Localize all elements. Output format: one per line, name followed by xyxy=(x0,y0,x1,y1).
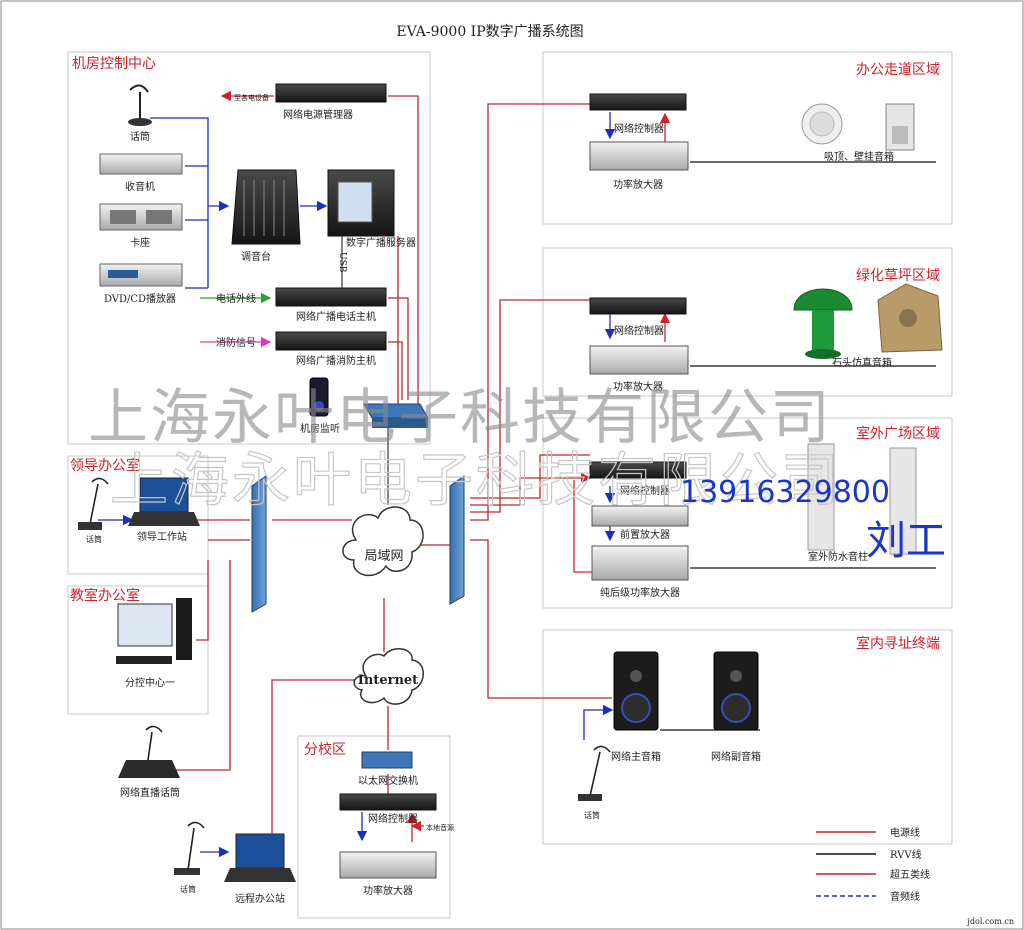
label-fire-host: 网络广播消防主机 xyxy=(296,354,376,367)
corridor-controller xyxy=(589,93,687,111)
zone-title-office-corridor: 办公走道区域 xyxy=(856,62,940,78)
remote-mic-icon xyxy=(174,821,205,875)
watermark-contact: 刘工 xyxy=(866,518,946,564)
label-usb: USB xyxy=(337,252,347,273)
label-to-each-device: 至各电设备 xyxy=(234,93,269,102)
credit-text: jdol.com.cn xyxy=(966,917,1014,926)
sub-speaker-icon xyxy=(713,651,759,731)
internet-label: Internet xyxy=(358,673,418,688)
label-local-audio: 本地音源 xyxy=(426,823,454,832)
label-outdoor-controller: 网络控制器 xyxy=(620,484,670,497)
label-server: 数字广播服务器 xyxy=(346,236,416,249)
legend-audio: 音频线 xyxy=(890,890,920,903)
paging-mic-icon xyxy=(118,725,180,778)
zone-title-indoor: 室内寻址终端 xyxy=(856,635,940,652)
zone-title-branch: 分校区 xyxy=(304,741,346,758)
label-lawn-amp: 功率放大器 xyxy=(613,380,663,393)
label-outdoor-column: 室外防水音柱 xyxy=(808,550,868,563)
lan-label: 局域网 xyxy=(364,549,403,564)
legend-power: 电源线 xyxy=(890,826,920,839)
label-remote-office: 远程办公站 xyxy=(235,892,285,905)
mixer-device xyxy=(231,169,301,245)
label-phone-line: 电话外线 xyxy=(216,292,256,305)
label-phone-host: 网络广播电话主机 xyxy=(296,310,376,323)
pure-amp-device xyxy=(591,545,689,581)
label-rock-speaker: 石头仿真音箱 xyxy=(832,356,892,369)
zone-title-leader-office: 领导办公室 xyxy=(70,457,140,474)
corridor-amp xyxy=(589,141,689,171)
rock-speaker-icon xyxy=(877,283,943,353)
label-lawn-controller: 网络控制器 xyxy=(614,324,664,337)
left-switch xyxy=(251,475,267,613)
label-fire-signal: 消防信号 xyxy=(216,336,256,349)
monitor-speaker xyxy=(309,377,329,417)
leader-mic-icon xyxy=(78,477,109,530)
diagram-title: EVA-9000 IP数字广播系统图 xyxy=(396,24,583,40)
indoor-mic-icon xyxy=(578,745,611,801)
label-branch-controller: 网络控制器 xyxy=(368,812,418,825)
label-remote-mic: 话筒 xyxy=(180,884,196,894)
control-switch xyxy=(363,403,429,428)
branch-amp xyxy=(339,851,437,879)
lan-cloud xyxy=(342,506,424,577)
wall-speaker-icon xyxy=(885,103,915,151)
label-dvd: DVD/CD播放器 xyxy=(104,292,176,305)
label-main-speaker: 网络主音箱 xyxy=(611,750,661,763)
main-speaker-icon xyxy=(613,651,659,731)
internet-cloud xyxy=(353,648,424,705)
label-corridor-amp: 功率放大器 xyxy=(613,178,663,191)
label-corridor-controller: 网络控制器 xyxy=(614,122,664,135)
mic-icon xyxy=(128,84,152,126)
legend-rvv: RVV线 xyxy=(890,848,922,861)
label-branch-amp: 功率放大器 xyxy=(363,884,413,897)
label-power-manager: 网络电源管理器 xyxy=(283,108,353,121)
legend-cat5: 超五类线 xyxy=(890,868,930,881)
label-mixer: 调音台 xyxy=(241,250,271,263)
power-manager-device xyxy=(275,83,387,103)
zone-title-outdoor-square: 室外广场区域 xyxy=(856,425,940,442)
eth-switch-device xyxy=(361,751,413,769)
lawn-amp xyxy=(589,345,689,375)
label-paging-mic: 网络直播话筒 xyxy=(120,786,180,799)
label-indoor-mic: 话筒 xyxy=(584,810,600,820)
label-pre-amp: 前置放大器 xyxy=(620,528,670,541)
right-switch xyxy=(449,475,465,605)
remote-laptop-icon xyxy=(224,833,296,882)
server-device xyxy=(327,169,395,237)
desktop-pc-icon xyxy=(116,598,192,664)
label-leader-mic: 话筒 xyxy=(86,534,102,544)
zone-title-control-room: 机房控制中心 xyxy=(72,56,156,72)
label-leader-ws: 领导工作站 xyxy=(137,530,187,543)
label-monitor: 机房监听 xyxy=(300,422,340,435)
legend: 电源线 RVV线 超五类线 音频线 xyxy=(816,826,930,903)
lawn-controller xyxy=(589,297,687,315)
label-sub-speaker: 网络副音箱 xyxy=(711,750,761,763)
branch-controller xyxy=(339,793,437,811)
label-sub-control: 分控中心一 xyxy=(125,676,175,689)
outdoor-controller xyxy=(589,461,687,479)
label-ceiling-speaker: 吸顶、壁挂音箱 xyxy=(824,150,894,163)
zone-title-teacher-office: 教室办公室 xyxy=(70,587,140,604)
fire-host-device xyxy=(275,331,387,351)
radio-device xyxy=(99,153,183,175)
pre-amp-device xyxy=(591,505,689,527)
phone-host-device xyxy=(275,287,387,307)
dvd-device xyxy=(99,263,183,287)
label-radio: 收音机 xyxy=(125,180,155,193)
label-cassette: 卡座 xyxy=(130,236,150,249)
label-eth-switch: 以太网交换机 xyxy=(358,774,418,787)
mushroom-speaker-icon xyxy=(793,288,853,359)
zone-title-lawn: 绿化草坪区域 xyxy=(856,268,940,284)
ceiling-speaker-icon xyxy=(801,103,843,145)
watermark-company-2: 上海永叶电子科技有限公司 xyxy=(110,446,842,514)
label-pure-amp: 纯后级功率放大器 xyxy=(600,586,680,599)
laptop-icon xyxy=(128,477,200,526)
watermark-phone: 13916329800 xyxy=(680,475,890,510)
outdoor-column-speaker-icon xyxy=(807,443,917,555)
watermark-company: 上海永叶电子科技有限公司 xyxy=(88,383,832,453)
label-mic: 话筒 xyxy=(130,130,150,143)
